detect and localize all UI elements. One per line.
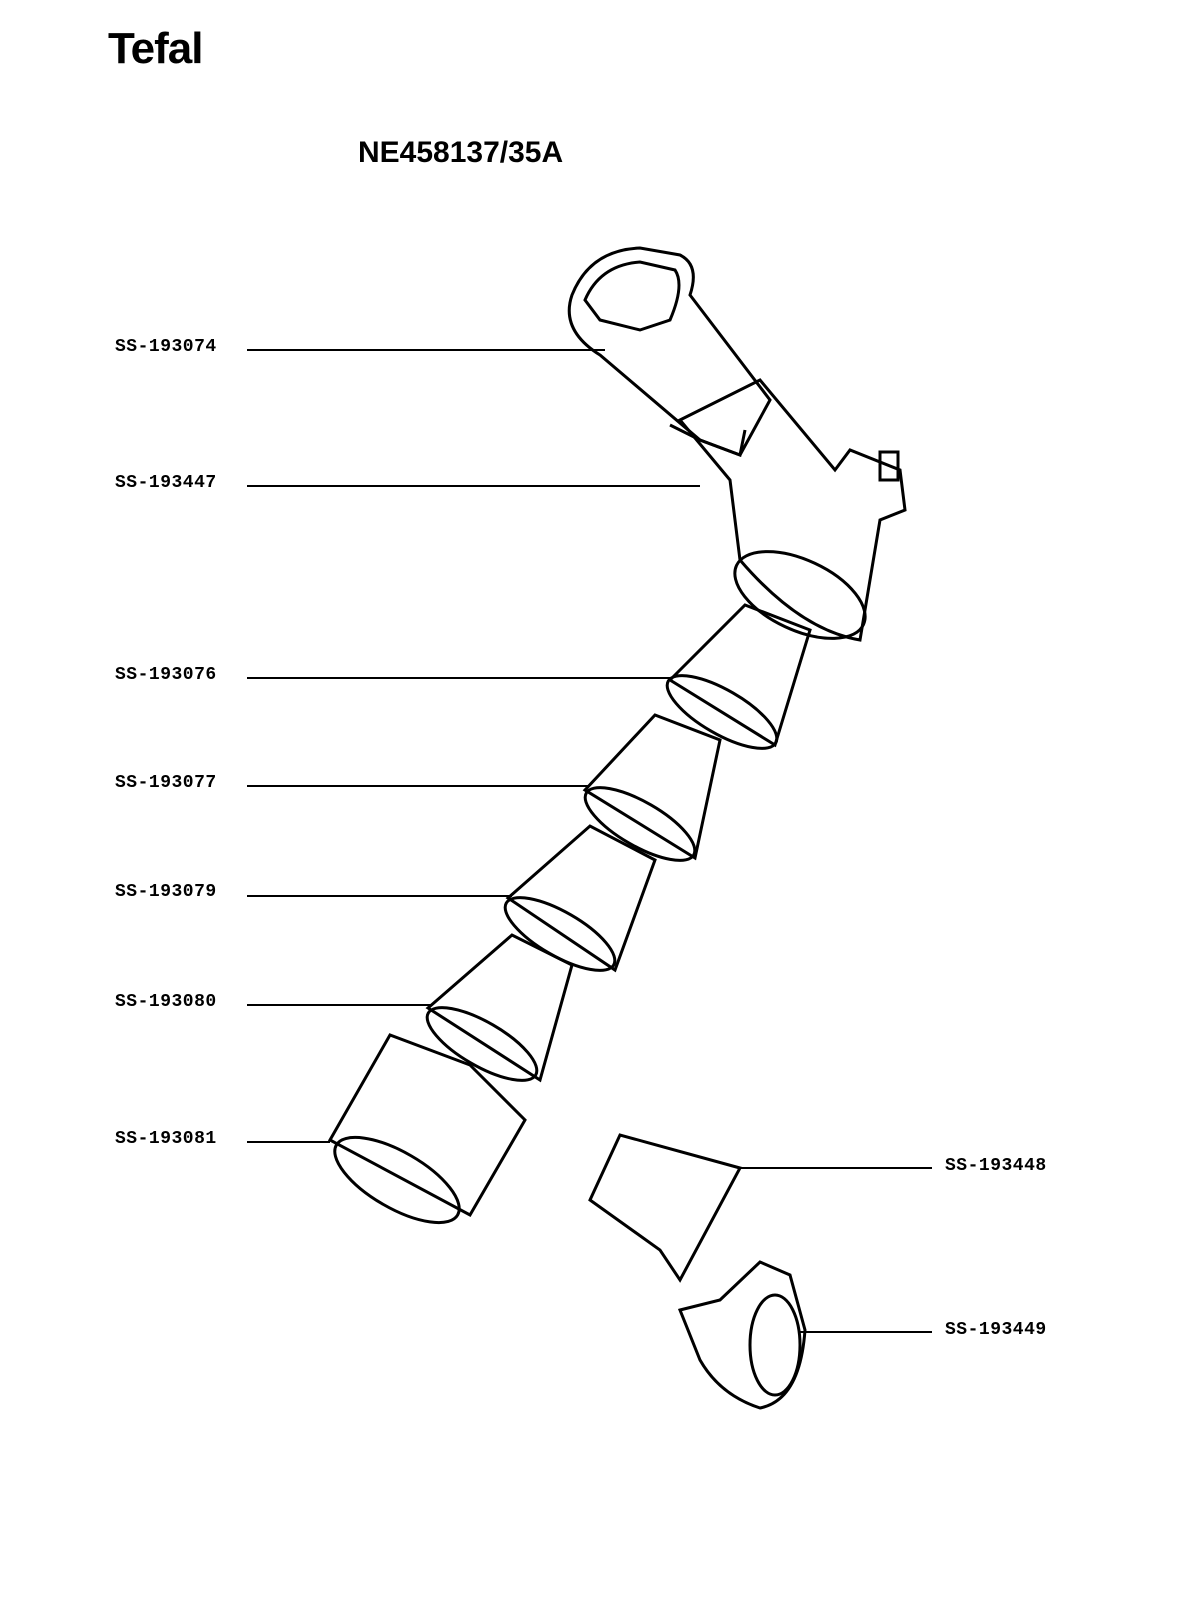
part-label-cone-5: SS-193448 (945, 1156, 1047, 1176)
cone-part-5 (588, 1133, 743, 1283)
cone-part-4 (425, 933, 574, 1083)
part-label-cone-1: SS-193076 (115, 665, 217, 685)
part-label-pusher: SS-193074 (115, 337, 217, 357)
part-label-cap: SS-193449 (945, 1320, 1047, 1340)
part-label-cone-3: SS-193079 (115, 882, 217, 902)
pusher-part (567, 246, 772, 458)
model-number: NE458137/35A (358, 136, 564, 169)
tefal-logo: Tefal (108, 24, 203, 73)
cone-part-3 (503, 824, 657, 973)
chute-part (677, 378, 907, 642)
cone-part-1 (665, 603, 812, 750)
adapter-part (327, 1033, 527, 1225)
leader-lines (247, 349, 932, 1333)
cap-part (677, 1260, 807, 1410)
cone-part-2 (582, 713, 722, 862)
part-label-adapter: SS-193081 (115, 1129, 217, 1149)
part-label-cone-2: SS-193077 (115, 773, 217, 793)
part-label-cone-4: SS-193080 (115, 992, 217, 1012)
part-label-chute: SS-193447 (115, 473, 217, 493)
